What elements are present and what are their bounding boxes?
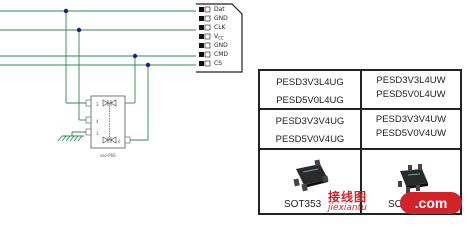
connector-pin-pad [204, 60, 211, 67]
sd-card-connector: Dat GND CLK VCC GND CMD CS [196, 3, 243, 73]
sot363-package-image [398, 164, 428, 193]
package-label: SOT353 [284, 199, 322, 210]
part-number: PESD5V0L4UW [376, 89, 446, 100]
ic-package-label: sso-P66 [100, 153, 116, 158]
watermark-badge: .com [400, 192, 462, 214]
junction-node [145, 62, 151, 68]
junction-nodes [63, 8, 151, 68]
ground-icon [57, 135, 84, 142]
connector-pin-label: CLK [214, 24, 227, 31]
connector-pin-label: CS [214, 60, 222, 67]
connector-pin-label: GND [214, 42, 228, 49]
part-number: PESD3V3L4UG [276, 77, 344, 88]
part-number: PESD3V3V4UW [375, 114, 447, 125]
ic-pin-number: 4 [96, 119, 99, 124]
sot353-package-image [293, 159, 329, 192]
table-divider [260, 108, 460, 110]
connector-pin [199, 25, 204, 30]
part-number: PESD3V3L4UW [376, 75, 446, 86]
table-cell: PESD3V3L4UW PESD5V0L4UW [362, 74, 460, 102]
connector-pin [199, 34, 204, 39]
diode-icon [102, 99, 117, 144]
part-number: PESD5V0L4UG [276, 95, 344, 106]
connector-pin-label: Dat [214, 6, 225, 13]
junction-node [132, 53, 138, 59]
connector-pin-pad [204, 15, 211, 22]
junction-node [76, 27, 82, 33]
connector-pin-pad [204, 51, 211, 58]
site-watermark: 接线图 jiexiantu .com [328, 188, 466, 216]
connector-pin-label: CMD [214, 51, 228, 58]
connector-pin-pad [204, 6, 211, 13]
connector-pin [199, 43, 204, 48]
connector-pin-pad [204, 33, 211, 40]
part-number-table: PESD3V3L4UG PESD5V0L4UG PESD3V3L4UW PESD… [258, 69, 462, 215]
part-number: PESD3V3V4UG [275, 116, 345, 127]
table-cell: PESD3V3L4UG PESD5V0L4UG [260, 75, 360, 108]
connector-pin [199, 52, 204, 57]
ic-pin-number: 6 [118, 139, 121, 144]
part-number: PESD5V0V4UG [275, 134, 345, 145]
watermark-pinyin: jiexiantu [328, 203, 367, 213]
junction-node [63, 8, 69, 14]
connector-pin-pad [204, 24, 211, 31]
table-divider [360, 71, 362, 213]
connector-pin-pad [204, 42, 211, 49]
ic-pin-number: 3 [96, 102, 99, 107]
connector-pin-label: GND [214, 15, 228, 22]
connector-pin [199, 61, 204, 66]
table-divider [260, 148, 460, 150]
part-number: PESD5V0V4UW [375, 128, 447, 139]
connector-pin [199, 16, 204, 21]
circuit-schematic: Dat GND CLK VCC GND CMD CS [0, 3, 243, 158]
connector-pin [199, 7, 204, 12]
table-cell: PESD3V3V4UG PESD5V0V4UG [260, 114, 360, 147]
esd-protection-ic: 3 4 1 6 sso-P66 [85, 95, 131, 158]
table-cell: PESD3V3V4UW PESD5V0V4UW [362, 113, 460, 141]
connector-pin-label: VCC [214, 33, 224, 41]
watermark-chinese: 接线图 [328, 190, 368, 204]
ic-pin-number: 1 [96, 131, 99, 136]
